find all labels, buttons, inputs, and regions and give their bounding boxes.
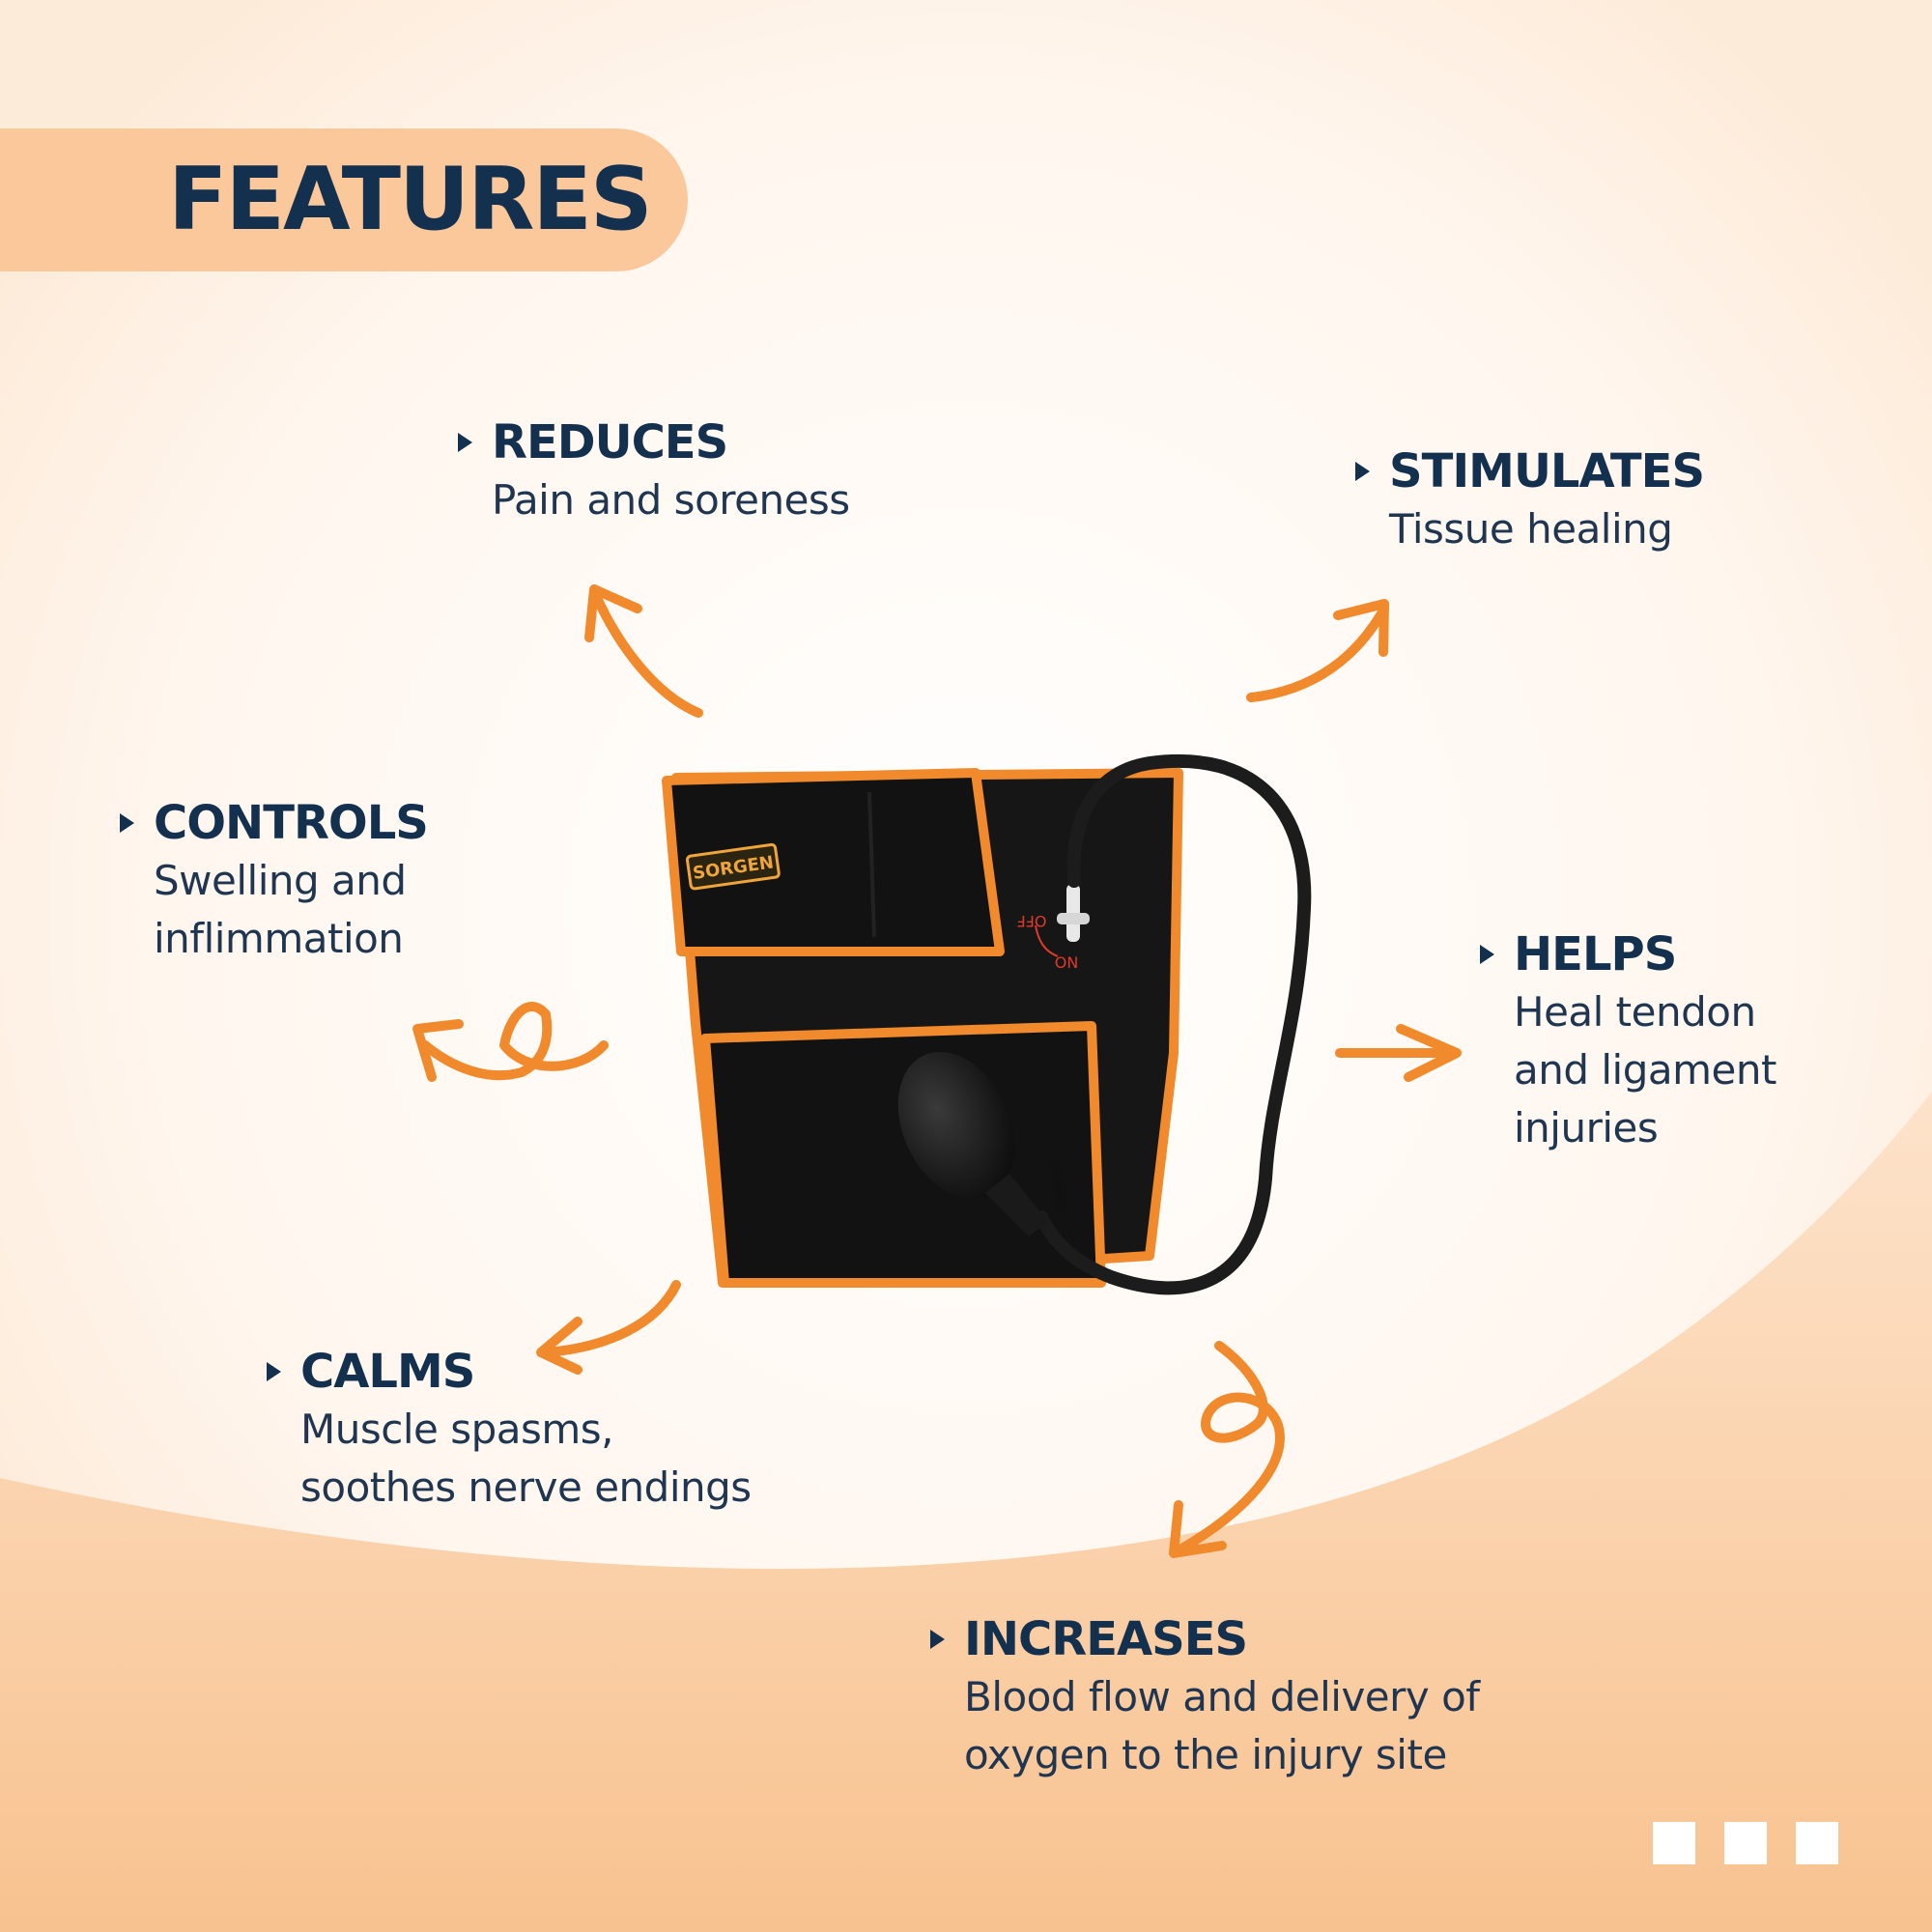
brand-logo xyxy=(685,842,781,891)
feature-description: Blood flow and delivery of oxygen to the… xyxy=(964,1673,1480,1778)
bullet-triangle-icon xyxy=(930,1630,945,1649)
feature-stimulates: STIMULATES Tissue healing xyxy=(1353,442,1705,558)
valve-off-label: OFF xyxy=(1017,912,1047,930)
feature-description: Pain and soreness xyxy=(492,476,850,524)
feature-label: CONTROLS xyxy=(154,796,429,850)
feature-label: STIMULATES xyxy=(1389,444,1705,498)
feature-calms: CALMS Muscle spasms, soothes nerve endin… xyxy=(265,1343,752,1517)
pager-dot[interactable] xyxy=(1724,1822,1767,1864)
bullet-triangle-icon xyxy=(458,433,472,452)
arrow-icon-stimulates xyxy=(1246,599,1389,702)
feature-label: CALMS xyxy=(300,1345,475,1399)
valve-on-label: ON xyxy=(1055,953,1079,972)
arrow-icon-reduces xyxy=(584,584,703,718)
feature-increases: INCREASES Blood flow and delivery of oxy… xyxy=(928,1610,1480,1784)
feature-description: Muscle spasms, soothes nerve endings xyxy=(300,1406,752,1511)
pager-dots xyxy=(1653,1822,1838,1864)
title-banner xyxy=(0,128,688,271)
feature-label: HELPS xyxy=(1514,927,1677,981)
feature-description: Heal tendon and ligament injuries xyxy=(1514,988,1776,1151)
arrow-icon-increases xyxy=(1169,1341,1285,1558)
arrow-icon-calms xyxy=(536,1280,681,1375)
feature-description: Swelling and inflimmation xyxy=(154,857,407,962)
page-title: FEATURES xyxy=(168,149,653,250)
bullet-triangle-icon xyxy=(267,1362,281,1381)
feature-controls: CONTROLS Swelling and inflimmation xyxy=(118,794,429,968)
bullet-triangle-icon xyxy=(1355,462,1370,481)
pager-dot[interactable] xyxy=(1653,1822,1695,1864)
arrow-icon-controls xyxy=(412,1002,609,1082)
feature-label: INCREASES xyxy=(964,1612,1248,1666)
feature-helps: HELPS Heal tendon and ligament injuries xyxy=(1478,925,1776,1157)
feature-reduces: REDUCES Pain and soreness xyxy=(456,413,850,529)
feature-label: REDUCES xyxy=(492,415,728,469)
bullet-triangle-icon xyxy=(1480,945,1494,964)
pager-dot[interactable] xyxy=(1796,1822,1838,1864)
pump-bulb-icon xyxy=(897,1051,1015,1200)
feature-description: Tissue healing xyxy=(1389,505,1673,553)
arrow-icon-helps xyxy=(1335,1024,1462,1082)
bullet-triangle-icon xyxy=(120,813,134,833)
